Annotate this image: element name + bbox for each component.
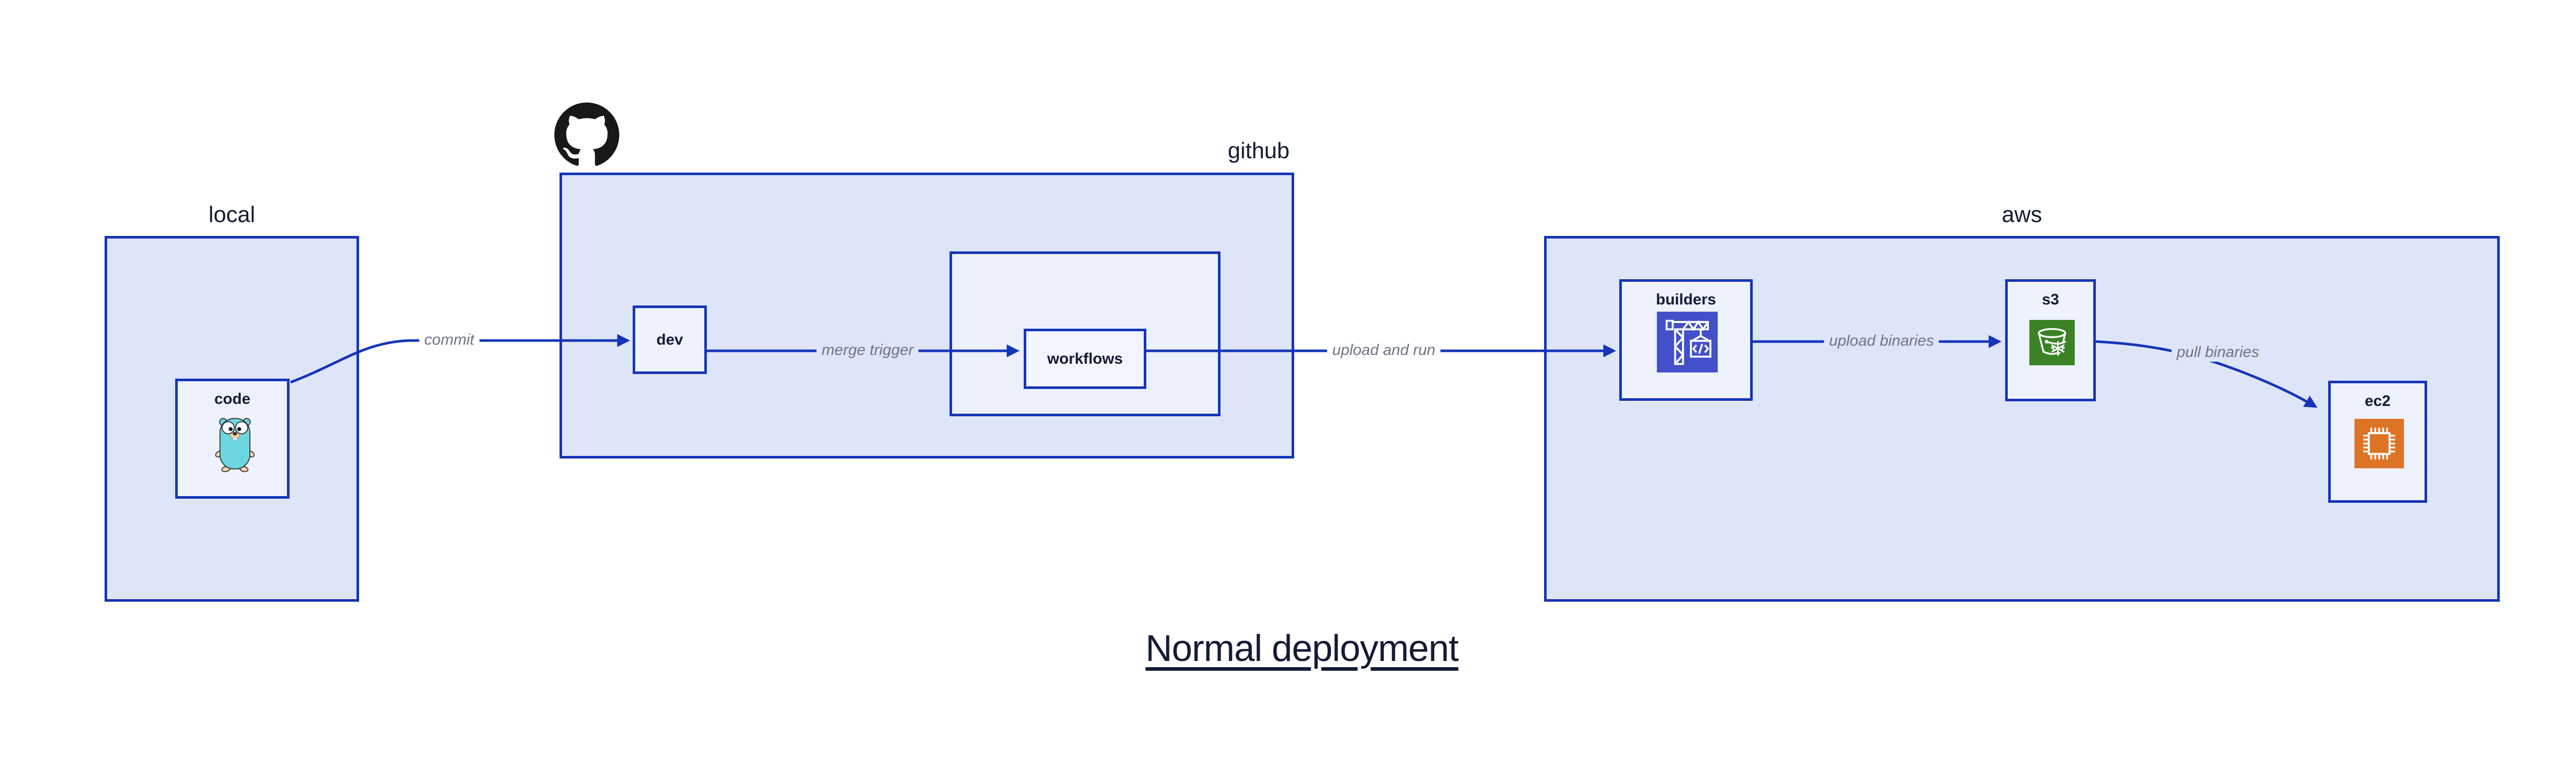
builders-node-label: builders [1656,291,1716,308]
diagram-title: Normal deployment [1145,628,1459,669]
aws-codebuild-icon [1657,312,1718,372]
github-octocat-icon [554,103,619,166]
ec2-node-label: ec2 [2364,393,2391,410]
aws-s3-glacier-icon [2029,320,2075,365]
edge-label-commit: commit [419,331,480,349]
local-container-label: local [208,202,256,227]
workflows-node-box: workflows [1024,329,1146,389]
edge-label-pull-binaries: pull binaries [2171,343,2265,362]
dev-node-label: dev [656,331,683,348]
workflows-node-label: workflows [1047,350,1123,367]
github-container-label: github [1228,138,1290,163]
s3-node-box: s3 [2005,279,2096,401]
ec2-node-box: ec2 [2328,381,2427,503]
dev-node-box: dev [633,305,707,374]
edge-label-merge-trigger: merge trigger [816,341,919,360]
aws-container-label: aws [2002,202,2042,227]
edge-label-upload-binaries: upload binaries [1824,332,1939,350]
aws-ec2-icon [2354,419,2404,468]
code-node-box: code [175,379,290,499]
code-node-label: code [214,390,251,408]
builders-node-box: builders [1619,279,1753,401]
edge-label-upload-and-run: upload and run [1327,341,1441,360]
s3-node-label: s3 [2042,291,2059,308]
go-gopher-icon [215,418,255,472]
